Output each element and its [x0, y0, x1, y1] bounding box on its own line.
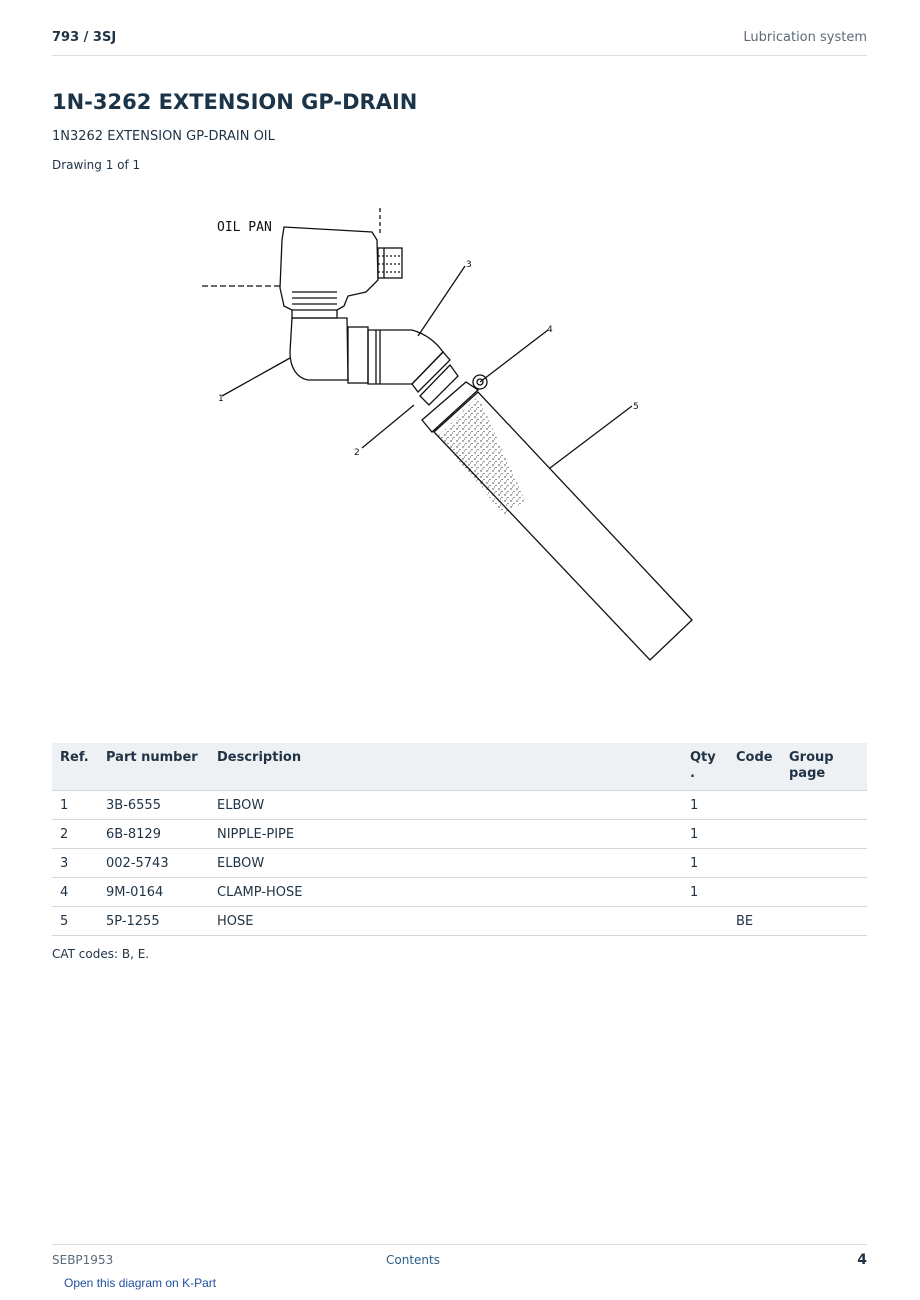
row-part-number: 002-5743 — [98, 848, 209, 878]
row-code — [728, 877, 781, 907]
col-code: Code — [728, 743, 781, 791]
table-row: 4 9M-0164 CLAMP-HOSE 1 — [52, 877, 867, 907]
col-qty: Qty . — [682, 743, 728, 791]
callout-5: 5 — [633, 402, 639, 412]
table-row: 1 3B-6555 ELBOW 1 — [52, 790, 867, 820]
row-qty: 1 — [682, 819, 728, 849]
callout-1: 1 — [218, 394, 224, 404]
row-ref: 2 — [52, 819, 98, 849]
row-part-number: 9M-0164 — [98, 877, 209, 907]
row-part-number: 5P-1255 — [98, 906, 209, 936]
page-header: 793 / 3SJ Lubrication system — [52, 28, 867, 56]
row-qty: 1 — [682, 790, 728, 820]
open-kpart-link[interactable]: Open this diagram on K-Part — [64, 1276, 217, 1290]
row-part-number: 3B-6555 — [98, 790, 209, 820]
table-row: 5 5P-1255 HOSE BE — [52, 906, 867, 936]
parts-diagram-drawing: OIL PAN 1 2 — [202, 208, 693, 661]
section-label: Lubrication system — [743, 30, 867, 45]
page-footer: SEBP1953 Contents 4 — [52, 1244, 867, 1274]
row-code: BE — [728, 906, 781, 936]
row-description: NIPPLE-PIPE — [209, 819, 682, 849]
drawing-count: Drawing 1 of 1 — [52, 158, 141, 172]
row-description: ELBOW — [209, 790, 682, 820]
row-description: ELBOW — [209, 848, 682, 878]
oil-pan-label: OIL PAN — [217, 220, 272, 235]
col-part-number: Part number — [98, 743, 209, 791]
parts-diagram: OIL PAN 1 2 — [180, 200, 720, 700]
row-qty — [682, 906, 728, 936]
row-ref: 5 — [52, 906, 98, 936]
callout-2: 2 — [354, 448, 360, 458]
row-ref: 1 — [52, 790, 98, 820]
row-qty: 1 — [682, 877, 728, 907]
row-description: HOSE — [209, 906, 682, 936]
row-code — [728, 848, 781, 878]
row-group-page — [781, 819, 867, 849]
cat-codes-note: CAT codes: B, E. — [52, 947, 150, 961]
parts-table: Ref. Part number Description Qty . Code … — [52, 743, 867, 936]
callout-4: 4 — [547, 325, 553, 335]
table-row: 2 6B-8129 NIPPLE-PIPE 1 — [52, 819, 867, 849]
row-group-page — [781, 877, 867, 907]
row-group-page — [781, 906, 867, 936]
contents-link[interactable]: Contents — [386, 1253, 440, 1267]
row-code — [728, 819, 781, 849]
page-subtitle: 1N3262 EXTENSION GP-DRAIN OIL — [52, 129, 275, 144]
page-title: 1N-3262 EXTENSION GP-DRAIN — [52, 90, 418, 114]
row-ref: 3 — [52, 848, 98, 878]
page-number: 4 — [857, 1252, 867, 1268]
row-description: CLAMP-HOSE — [209, 877, 682, 907]
callout-3: 3 — [466, 260, 472, 270]
row-group-page — [781, 790, 867, 820]
row-ref: 4 — [52, 877, 98, 907]
row-qty: 1 — [682, 848, 728, 878]
table-header-row: Ref. Part number Description Qty . Code … — [52, 743, 867, 791]
col-group-page: Group page — [781, 743, 867, 791]
row-code — [728, 790, 781, 820]
col-ref: Ref. — [52, 743, 98, 791]
col-description: Description — [209, 743, 682, 791]
model-label: 793 / 3SJ — [52, 30, 117, 45]
table-row: 3 002-5743 ELBOW 1 — [52, 848, 867, 878]
document-id: SEBP1953 — [52, 1253, 114, 1267]
row-group-page — [781, 848, 867, 878]
row-part-number: 6B-8129 — [98, 819, 209, 849]
